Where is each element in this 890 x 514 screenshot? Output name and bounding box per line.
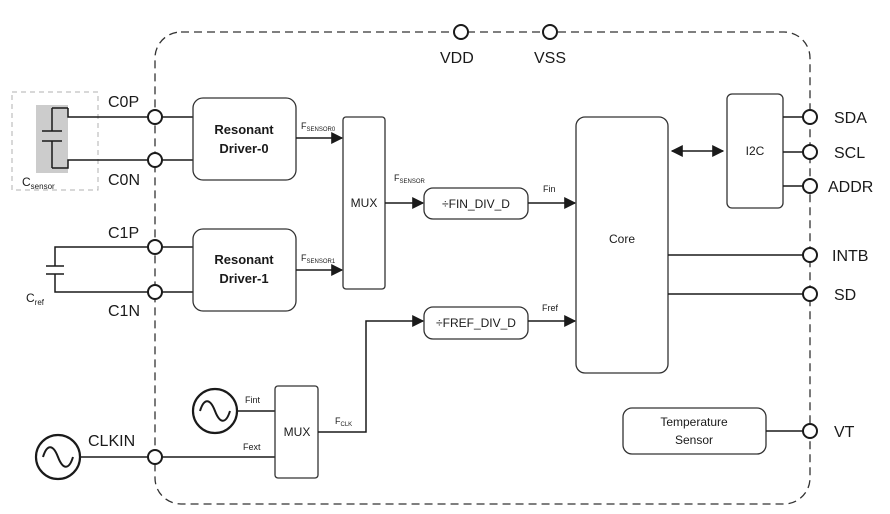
svg-text:Fint: Fint [245, 395, 261, 405]
svg-text:C0N: C0N [108, 172, 140, 189]
i2c-block: I2C [726, 93, 784, 209]
svg-text:Resonant: Resonant [214, 122, 274, 137]
resonant-driver-1: Resonant Driver-1 [192, 228, 297, 312]
fsensor1-label: FSENSOR1 [301, 253, 336, 265]
c-sensor-main: C [22, 175, 31, 189]
c0p-pin: C0P [108, 94, 193, 125]
reference-capacitor: Cref [26, 246, 148, 307]
svg-text:SCL: SCL [834, 145, 865, 162]
clock-mux: MUX [274, 385, 319, 479]
c-sensor-label: Csensor [22, 175, 55, 191]
svg-text:MUX: MUX [351, 196, 378, 210]
sd-pin: SD [668, 286, 856, 304]
addr-pin: ADDR [783, 178, 873, 196]
svg-text:Resonant: Resonant [214, 252, 274, 267]
vt-pin: VT [766, 423, 855, 441]
svg-text:SD: SD [834, 287, 856, 304]
c-ref-label: Cref [26, 291, 45, 307]
fref-divider: ÷FREF_DIV_D [423, 306, 529, 340]
fref-label: Fref [542, 303, 559, 313]
clkin-pin: CLKIN Fext [88, 433, 275, 465]
svg-text:I2C: I2C [746, 144, 765, 158]
svg-text:VDD: VDD [440, 50, 474, 67]
svg-text:÷FREF_DIV_D: ÷FREF_DIV_D [436, 316, 516, 330]
fin-divider: ÷FIN_DIV_D [423, 187, 529, 220]
svg-text:VT: VT [834, 424, 855, 441]
svg-text:C1N: C1N [108, 303, 140, 320]
svg-text:Driver-1: Driver-1 [219, 271, 268, 286]
scl-pin: SCL [783, 144, 865, 162]
svg-text:C0P: C0P [108, 94, 139, 111]
core-block: Core [575, 116, 669, 374]
fclk-wire [318, 315, 425, 433]
vss-pin: VSS [534, 24, 566, 67]
fsensor0-label: FSENSOR0 [301, 121, 336, 133]
sda-pin: SDA [783, 109, 867, 127]
intb-pin: INTB [668, 247, 868, 265]
svg-text:Fext: Fext [243, 442, 261, 452]
svg-text:Core: Core [609, 232, 635, 246]
svg-text:CLKIN: CLKIN [88, 433, 135, 450]
svg-text:MUX: MUX [284, 425, 311, 439]
svg-text:Temperature: Temperature [660, 415, 728, 429]
svg-text:SDA: SDA [834, 110, 867, 127]
svg-text:Sensor: Sensor [675, 433, 713, 447]
sensor-capacitor: Csensor [11, 91, 148, 191]
fclk-label: FCLK [335, 416, 352, 428]
fin-label: Fin [543, 184, 556, 194]
svg-text:C1P: C1P [108, 225, 139, 242]
temperature-sensor: Temperature Sensor [622, 407, 767, 455]
vdd-pin: VDD [440, 24, 474, 67]
external-clock-source [34, 433, 148, 481]
svg-text:÷FIN_DIV_D: ÷FIN_DIV_D [442, 197, 510, 211]
c0n-pin: C0N [108, 152, 193, 189]
svg-text:ADDR: ADDR [828, 179, 873, 196]
chip-boundary [154, 31, 811, 505]
c1p-pin: C1P [108, 225, 193, 255]
svg-text:Driver-0: Driver-0 [219, 141, 268, 156]
c-ref-sub: ref [35, 298, 45, 307]
c-ref-main: C [26, 291, 35, 305]
sensor-mux: MUX [342, 116, 386, 290]
resonant-driver-0: Resonant Driver-0 [192, 97, 297, 181]
internal-oscillator: Fint [191, 387, 275, 435]
svg-text:VSS: VSS [534, 50, 566, 67]
fsensor-label: FSENSOR [394, 173, 426, 185]
c1n-pin: C1N [108, 284, 193, 320]
svg-text:INTB: INTB [832, 248, 868, 265]
c-sensor-sub: sensor [31, 182, 55, 191]
